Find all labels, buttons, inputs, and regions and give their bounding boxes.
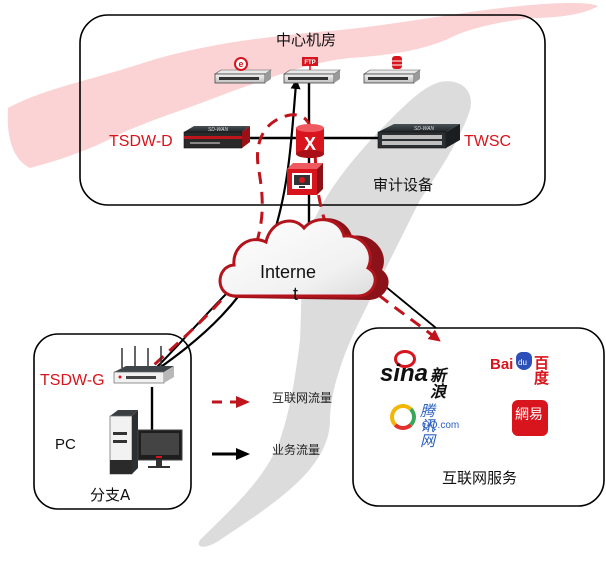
baidu-paw-icon: [516, 352, 532, 370]
audit-device-icon: [287, 163, 323, 195]
baidu-logo-cn: 百度: [534, 354, 550, 387]
services-box: [352, 327, 605, 507]
legend-business-traffic-label: 业务流量: [272, 443, 321, 457]
pc-icon: [109, 410, 183, 475]
sina-eye-icon: [394, 350, 416, 368]
baidu-text-a: Bai: [490, 356, 514, 373]
tsdw-g-label: TSDW-G: [40, 372, 105, 389]
svg-text:X: X: [304, 134, 316, 154]
sina-logo-text: sina: [380, 360, 429, 387]
tsdw-g-router-icon: [113, 346, 174, 384]
baidu-text-b: du: [518, 358, 527, 367]
branch-title: 分支A: [90, 486, 131, 504]
internet-label-line1: Interne: [260, 262, 317, 282]
netease-logo: 網易: [512, 400, 548, 436]
tsdw-d-label: TSDW-D: [109, 133, 173, 150]
qq-logo-domain: QQ.com: [422, 420, 460, 431]
twsc-device-icon: SD-WAN: [377, 124, 460, 149]
audit-device-label: 审计设备: [373, 176, 434, 194]
legend-internet-traffic-label: 互联网流量: [272, 391, 333, 405]
internet-cloud: [218, 218, 389, 300]
datacenter-title: 中心机房: [276, 31, 337, 49]
netease-logo-cn: 網易: [515, 407, 543, 423]
tsdw-d-device-icon: SD-WAN: [183, 126, 250, 149]
cloud-to-services-link: [379, 281, 437, 329]
pc-label: PC: [55, 436, 76, 453]
services-title: 互联网服务: [442, 469, 518, 487]
svg-text:SD-WAN: SD-WAN: [414, 126, 435, 132]
svg-text:SD-WAN: SD-WAN: [208, 127, 229, 133]
legend-black-arrowhead: [236, 448, 250, 460]
datacenter-box: [79, 14, 546, 206]
background-grey-brush: [198, 81, 471, 547]
core-router-icon: X: [296, 124, 324, 158]
svg-text:FTP: FTP: [304, 60, 315, 66]
database-server-icon: [363, 56, 421, 84]
qq-logo-cn: 腾讯网: [420, 402, 436, 450]
svg-text:e: e: [238, 59, 243, 69]
background-red-brush: [7, 3, 598, 168]
internet-label-line2: t: [293, 284, 299, 304]
qq-ring-icon: [390, 404, 416, 430]
web-server-icon: e: [214, 57, 272, 84]
twsc-label: TWSC: [464, 133, 512, 150]
legend-red-arrowhead: [236, 396, 250, 408]
sina-logo-cn: 新浪: [430, 366, 447, 401]
branch-box: [33, 333, 192, 510]
ftp-server-icon: FTP: [283, 57, 341, 84]
